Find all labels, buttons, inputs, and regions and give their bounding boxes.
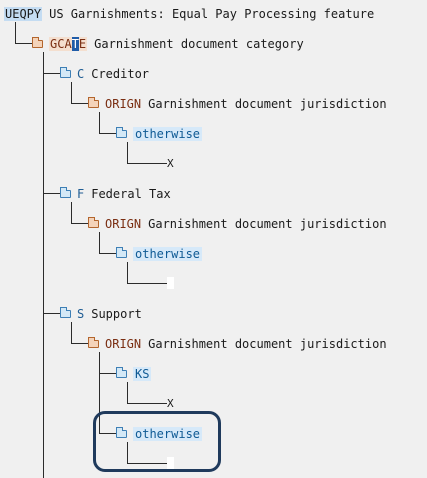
value-node[interactable]: otherwise [116,125,203,143]
text-cursor: T [71,37,79,51]
decision-code: ORIGN [105,217,142,231]
folder-open-icon [32,37,43,48]
decision-text: Garnishment document jurisdiction [148,97,387,111]
tree-connector [43,52,44,478]
tree-connector [43,73,61,74]
tree-connector [127,142,128,164]
tree-connector [99,133,117,134]
folder-icon [116,427,127,438]
tree-connector [71,82,72,104]
decision-node[interactable]: ORIGN Garnishment document jurisdiction [88,335,387,353]
tree-connector [99,112,100,134]
category-code[interactable]: GCATE [49,37,88,51]
branch-node-support[interactable]: S Support [60,305,142,323]
value-node[interactable]: otherwise [116,245,203,263]
category-node[interactable]: GCATE Garnishment document category [32,35,304,53]
result-value[interactable]: X [167,397,174,410]
root-text: US Garnishments: Equal Pay Processing fe… [49,7,375,21]
tree-connector [127,262,128,284]
tree-connector [99,253,117,254]
tree-connector [43,313,61,314]
tree-connector [99,373,117,374]
folder-icon [60,67,71,78]
tree-connector [127,403,167,404]
empty-result[interactable] [167,277,174,289]
branch-label: Federal Tax [91,187,171,201]
tree-connector [71,322,72,344]
tree-connector [99,232,100,254]
tree-connector [127,442,128,464]
branch-code: S [77,307,85,321]
tree-connector [43,193,61,194]
folder-icon [116,127,127,138]
value-label: otherwise [133,247,203,261]
tree-connector [99,433,117,434]
tree-connector [15,43,33,44]
folder-open-icon [88,337,99,348]
tree-connector [71,202,72,224]
decision-node[interactable]: ORIGN Garnishment document jurisdiction [88,95,387,113]
branch-label: Support [91,307,142,321]
decision-node[interactable]: ORIGN Garnishment document jurisdiction [88,215,387,233]
result-value[interactable]: X [167,157,174,170]
folder-open-icon [88,97,99,108]
category-text: Garnishment document category [94,37,304,51]
tree-connector [99,352,100,434]
tree-connector [71,343,89,344]
value-node[interactable]: otherwise [116,425,203,443]
value-label: otherwise [133,427,203,441]
tree-connector [15,22,16,44]
value-label: KS [133,367,152,381]
decision-code: ORIGN [105,337,142,351]
branch-code: F [77,187,85,201]
decision-text: Garnishment document jurisdiction [148,217,387,231]
folder-icon [116,247,127,258]
tree-connector [71,223,89,224]
highlight-outline [93,411,221,472]
value-node[interactable]: KS [116,365,152,383]
tree-connector [127,463,167,464]
branch-code: C [77,67,85,81]
branch-node-creditor[interactable]: C Creditor [60,65,149,83]
root-node[interactable]: UEQPY US Garnishments: Equal Pay Process… [4,5,374,23]
tree-connector [127,163,167,164]
empty-result[interactable] [167,457,174,469]
folder-icon [60,307,71,318]
folder-open-icon [88,217,99,228]
value-label: otherwise [133,127,203,141]
folder-icon [116,367,127,378]
branch-node-federal-tax[interactable]: F Federal Tax [60,185,171,203]
tree-connector [71,103,89,104]
tree-connector [127,283,167,284]
root-code: UEQPY [4,7,43,21]
branch-label: Creditor [91,67,150,81]
folder-icon [60,187,71,198]
tree-connector [127,382,128,404]
decision-code: ORIGN [105,97,142,111]
decision-text: Garnishment document jurisdiction [148,337,387,351]
